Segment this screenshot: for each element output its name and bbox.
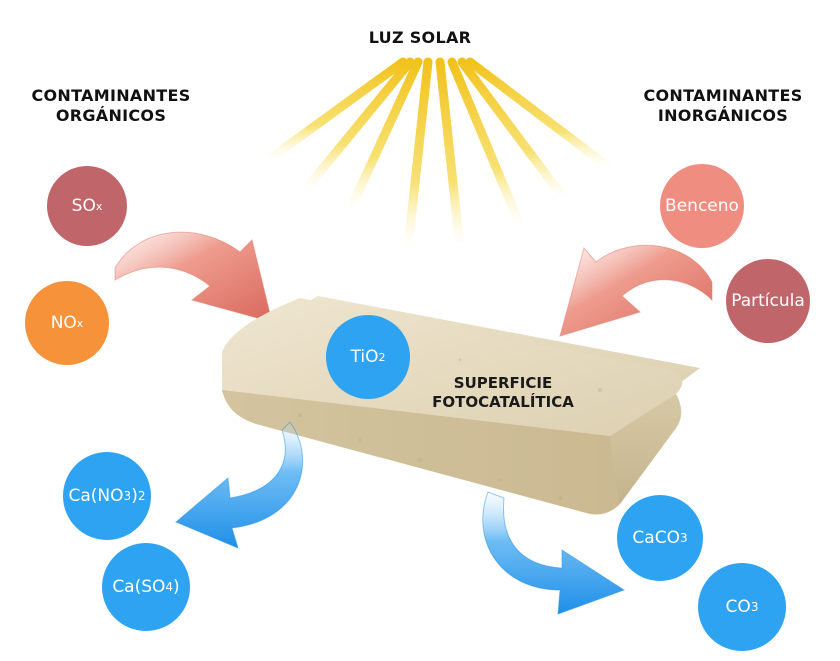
ca-no3-mid: ) — [131, 486, 138, 506]
inorganic-heading: CONTAMINANTES INORGÁNICOS — [612, 86, 834, 126]
sun-ray — [345, 57, 423, 215]
particula-label: Partícula — [731, 291, 805, 311]
surface-label: SUPERFICIE FOTOCATALÍTICA — [418, 374, 588, 412]
surface-label-line2: FOTOCATALÍTICA — [432, 393, 574, 411]
outgoing-arrows — [175, 421, 626, 615]
arrow-right-out — [482, 491, 626, 615]
caco3-sub: 3 — [679, 531, 688, 545]
texture-dot — [418, 458, 422, 462]
title: LUZ SOLAR — [368, 28, 472, 47]
bubble-benceno: Benceno — [660, 164, 744, 248]
arrow-left-out — [175, 421, 304, 549]
sun-ray — [300, 57, 415, 195]
sox-base: SO — [71, 196, 96, 216]
texture-dot — [298, 413, 302, 417]
sun-ray — [263, 57, 408, 165]
texture-dot — [498, 478, 502, 482]
caco3-base: CaCO — [632, 528, 680, 548]
ca-no3-base: Ca(NO — [68, 486, 124, 506]
sun-ray — [435, 57, 465, 253]
ca-so4-mid: ) — [173, 577, 180, 597]
brick-front — [222, 390, 681, 515]
tio2-sub: 2 — [378, 350, 386, 364]
texture-dot — [598, 388, 602, 392]
sun-ray — [403, 57, 433, 253]
texture-dot — [558, 496, 562, 500]
sun-ray — [447, 57, 525, 230]
ca-no3-sub1: 3 — [123, 489, 132, 503]
ca-so4-sub1: 4 — [165, 580, 174, 594]
tio2-base: TiO — [350, 347, 379, 367]
bubble-particula: Partícula — [726, 259, 810, 343]
nox-base: NO — [50, 313, 77, 333]
ca-no3-sub2: 2 — [137, 489, 146, 503]
inorganic-heading-line1: CONTAMINANTES — [643, 86, 803, 105]
arrow-left-in — [114, 231, 273, 323]
sun-ray — [457, 57, 570, 205]
ca-so4-base: Ca(SO — [112, 577, 166, 597]
arrow-right-in — [559, 244, 713, 337]
sox-sub: x — [95, 199, 103, 213]
incoming-arrows — [114, 231, 713, 337]
organic-heading-line2: ORGÁNICOS — [55, 106, 167, 125]
organic-heading-line1: CONTAMINANTES — [31, 86, 191, 105]
brick-side-shade — [610, 394, 682, 504]
co3-base: CO — [725, 597, 751, 617]
co3-sub: 3 — [750, 600, 759, 614]
organic-heading: CONTAMINANTES ORGÁNICOS — [0, 86, 222, 126]
sun-rays — [263, 57, 615, 253]
benceno-label: Benceno — [665, 196, 739, 216]
sun-ray — [465, 57, 615, 173]
inorganic-heading-line2: INORGÁNICOS — [657, 106, 789, 125]
texture-dot — [358, 438, 362, 442]
texture-dot — [458, 358, 462, 362]
nox-sub: x — [76, 316, 84, 330]
surface-label-line1: SUPERFICIE — [453, 374, 553, 392]
